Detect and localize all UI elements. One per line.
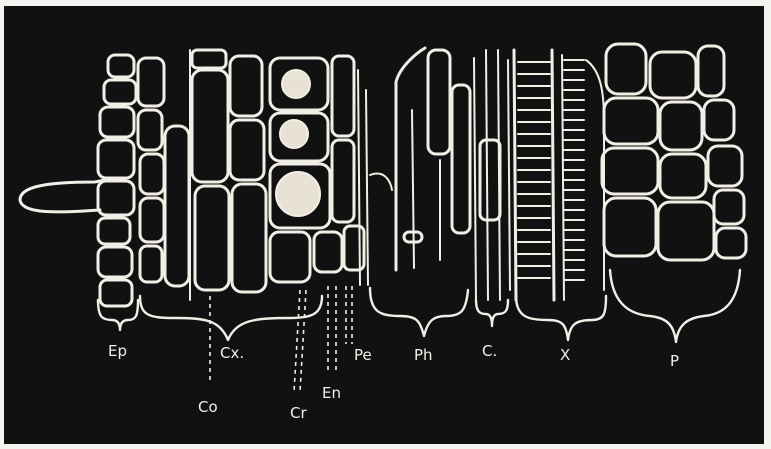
label-ph: Ph xyxy=(414,346,433,364)
crystal-1 xyxy=(282,70,310,98)
label-en: En xyxy=(322,384,341,402)
crystal-2 xyxy=(280,120,308,148)
label-pe: Pe xyxy=(354,346,372,364)
label-co: Co xyxy=(198,398,218,416)
label-cx: Cx. xyxy=(220,344,244,362)
label-ep: Ep xyxy=(108,342,127,360)
label-cr: Cr xyxy=(290,404,307,422)
crystal-3 xyxy=(276,172,320,216)
label-c: C. xyxy=(482,342,497,360)
label-p: P xyxy=(670,352,679,370)
label-x: X xyxy=(560,346,570,364)
